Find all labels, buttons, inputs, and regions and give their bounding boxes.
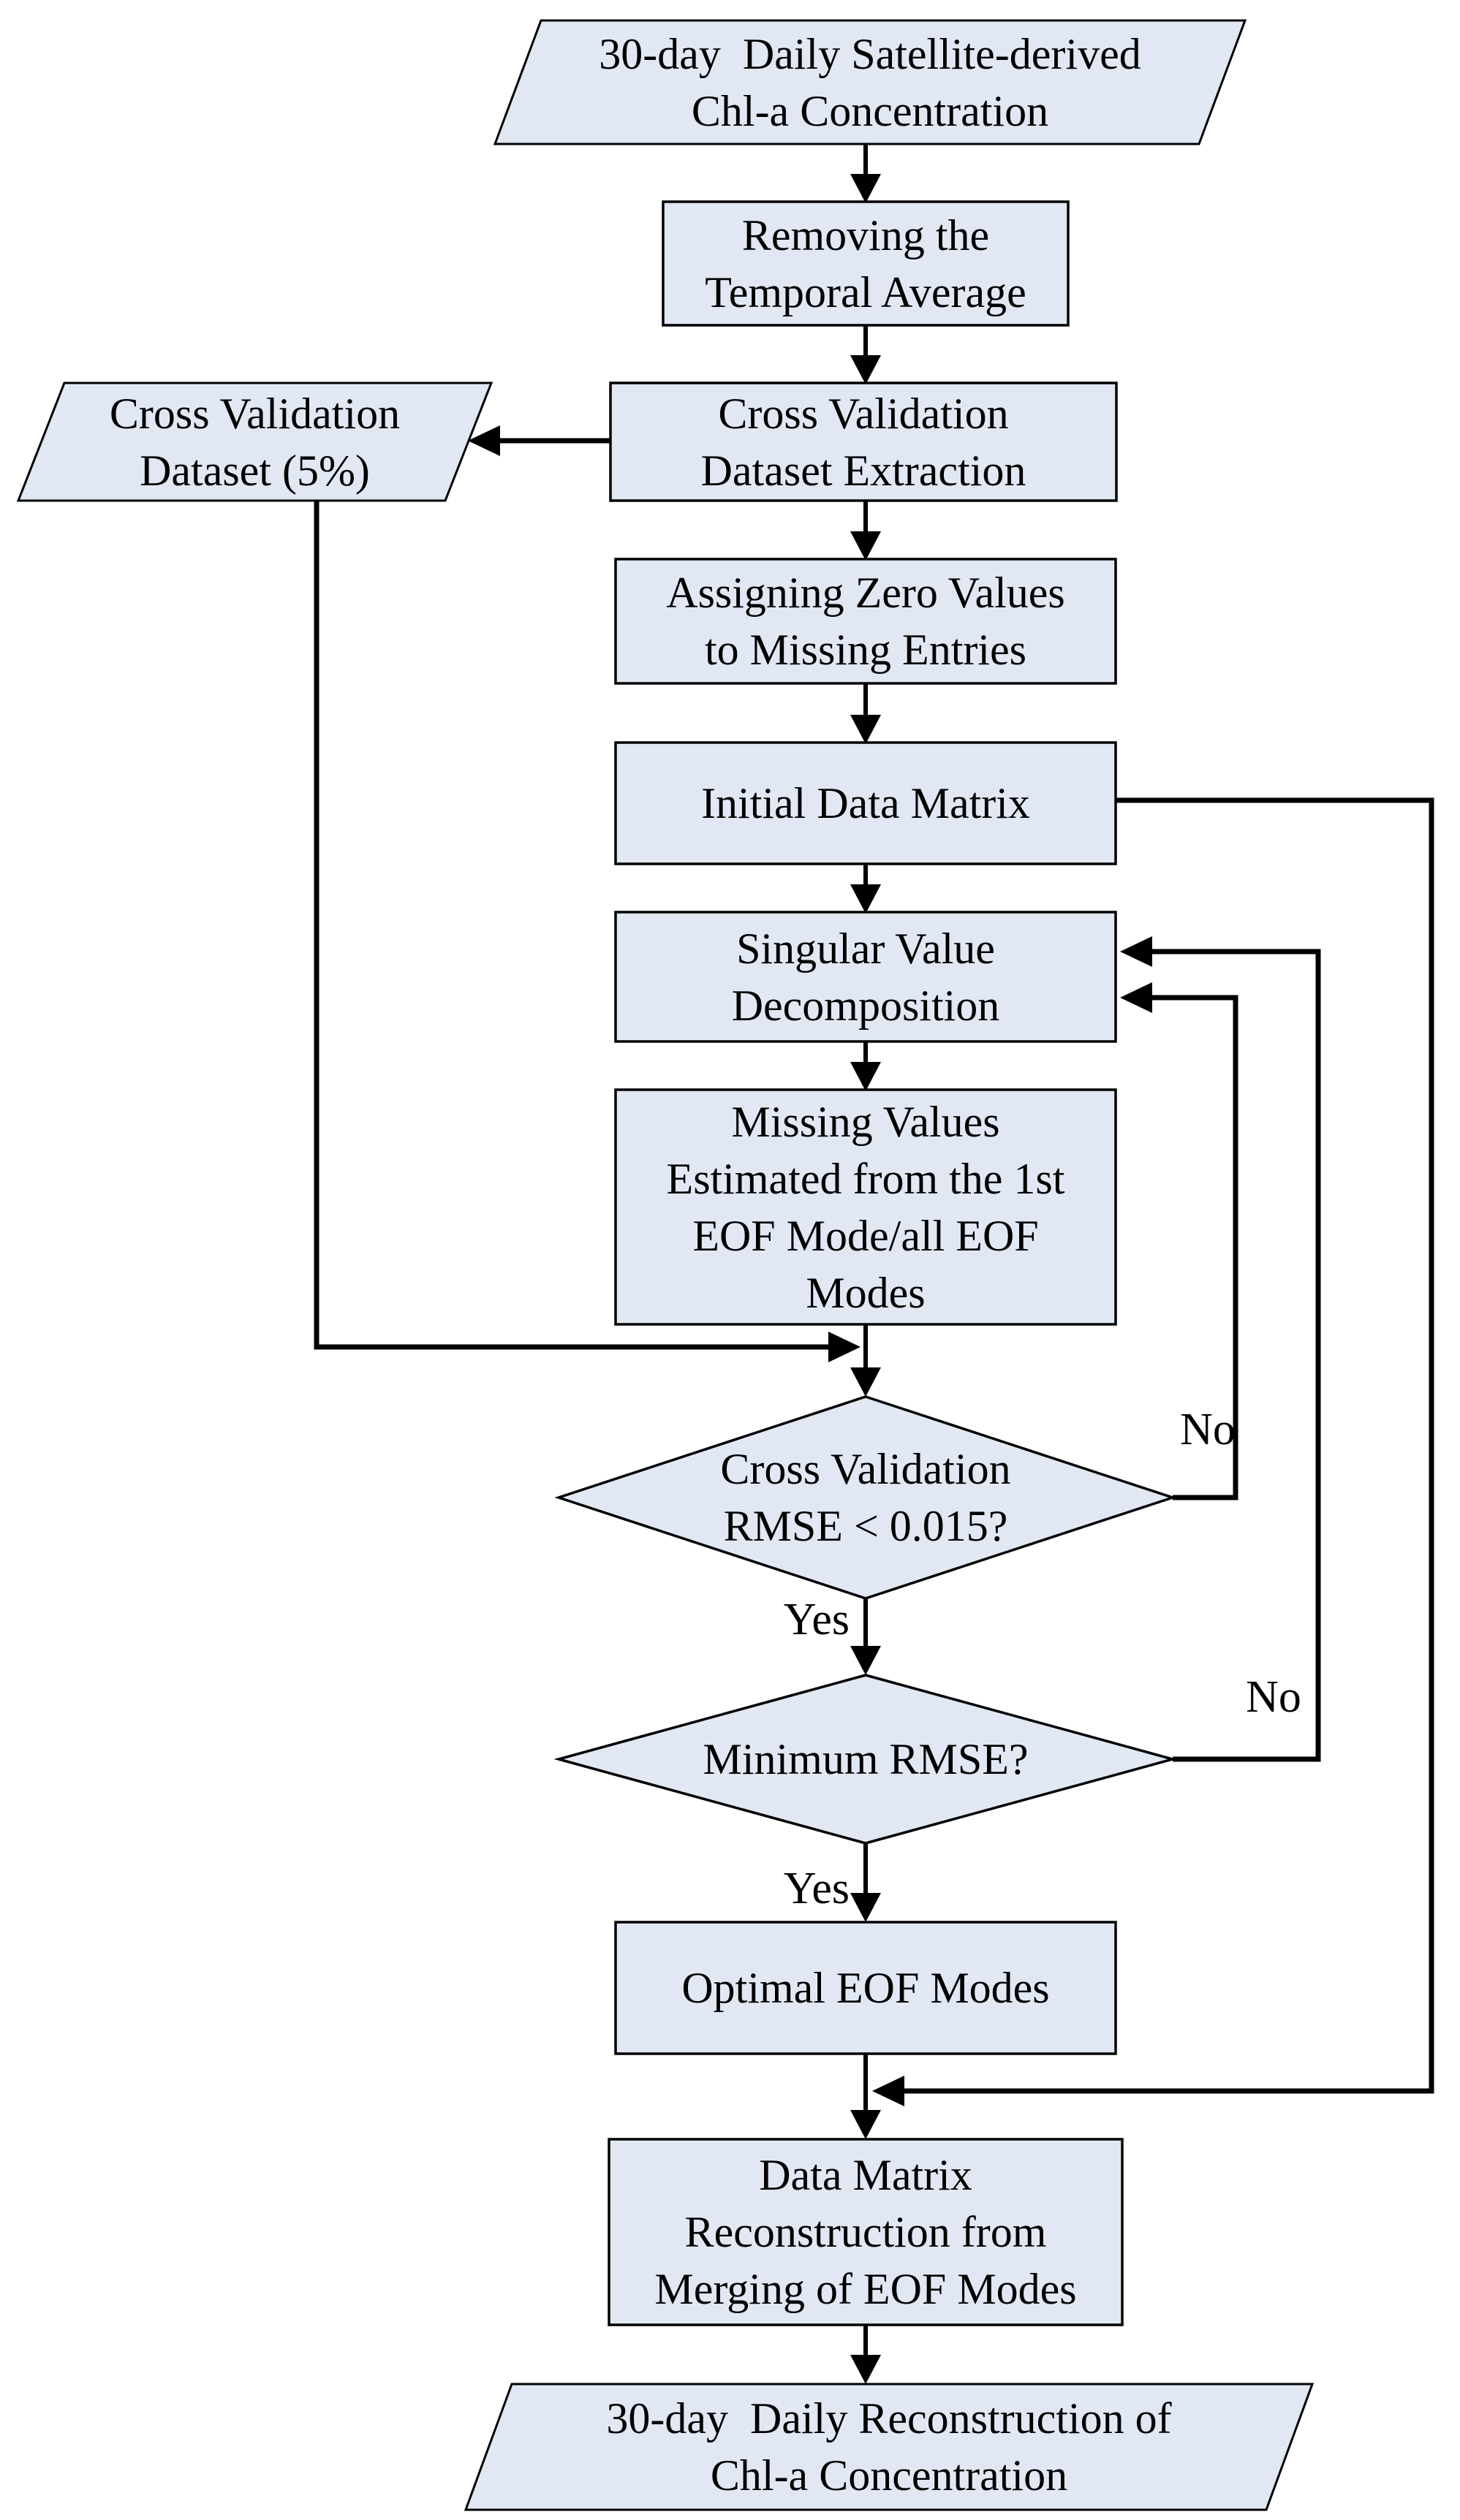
- arrowhead-removing-to-extraction: [850, 355, 881, 384]
- arrowhead-cv-decision-to-min-decision: [850, 1646, 881, 1675]
- shape-min-rmse-diamond: [553, 1674, 1178, 1845]
- shape-cv-rmse-diamond: [554, 1395, 1177, 1600]
- connector-initial-to-reconstruction-junction: [903, 797, 1434, 2094]
- shape-removing-box: [662, 200, 1070, 327]
- shape-output-parallelogram: [464, 2383, 1315, 2511]
- shape-initial-matrix-box: [614, 741, 1117, 865]
- arrowhead-optimal-to-reconstruction: [850, 2110, 881, 2139]
- shape-extraction-box: [609, 382, 1118, 502]
- shape-optimal-modes-box: [614, 1921, 1117, 2055]
- connector-no-cv-rmse-loop: [1151, 995, 1238, 1500]
- shape-reconstruction-box: [608, 2138, 1124, 2326]
- connector-cv-dataset-to-junction: [314, 501, 830, 1350]
- arrowhead-cv-dataset-to-junction: [828, 1332, 861, 1362]
- arrowhead-reconstruction-to-output: [850, 2355, 881, 2384]
- arrowhead-initial-to-reconstruction-junction: [872, 2076, 904, 2106]
- shape-input-parallelogram: [493, 19, 1247, 145]
- arrowhead-min-decision-to-optimal: [850, 1893, 881, 1922]
- connector-no-min-rmse-loop: [1151, 949, 1321, 1762]
- arrowhead-missing-to-cv-decision: [850, 1367, 881, 1397]
- shape-assigning-box: [614, 558, 1117, 685]
- arrowhead-svd-to-missing: [850, 1062, 881, 1091]
- arrowhead-input-to-removing: [850, 174, 881, 203]
- arrowhead-initial-to-svd: [850, 884, 881, 914]
- arrowhead-no-cv-rmse-loop: [1120, 982, 1152, 1013]
- arrowhead-extraction-to-cv-dataset: [468, 425, 500, 456]
- arrowhead-extraction-to-assigning: [850, 531, 881, 561]
- shape-missing-values-box: [614, 1088, 1117, 1326]
- arrowhead-no-min-rmse-loop: [1120, 936, 1152, 967]
- shape-svd-box: [614, 911, 1117, 1043]
- shape-cv-dataset-parallelogram: [16, 382, 493, 502]
- arrowhead-assigning-to-initial: [850, 715, 881, 744]
